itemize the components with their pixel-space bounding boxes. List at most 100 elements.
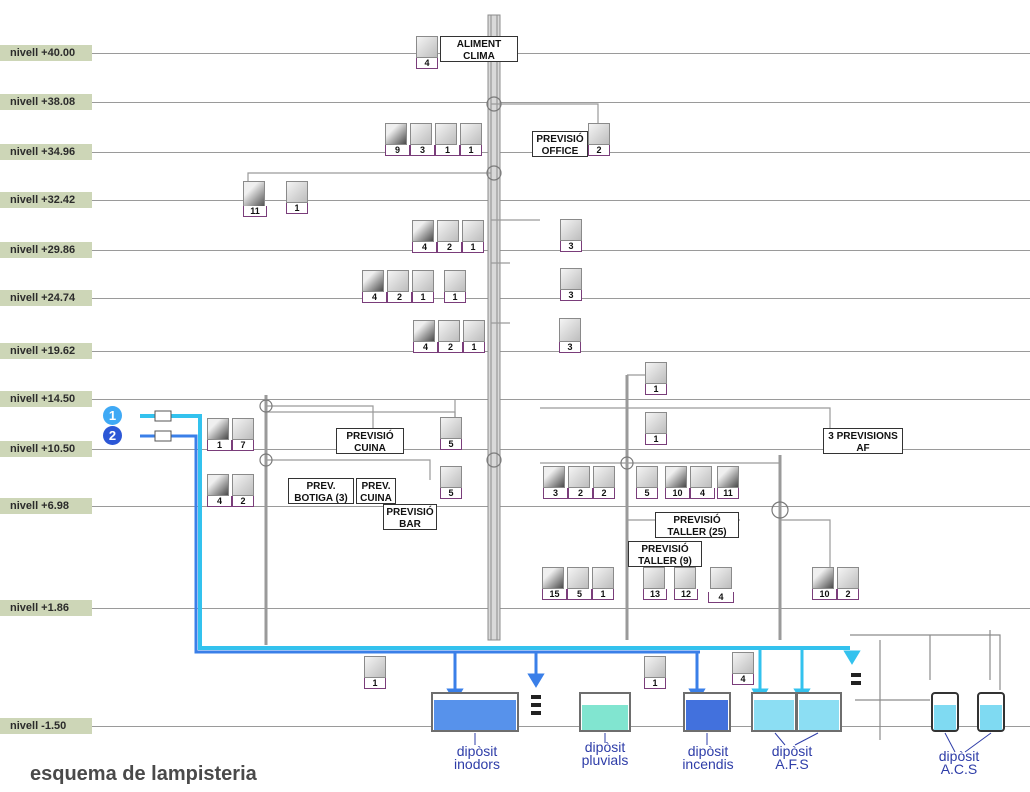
tap-icon [732,652,754,674]
toilet-icon [207,474,229,496]
basin-icon [593,466,615,488]
urinal-icon [437,220,459,242]
level-line [92,200,1030,201]
tank-label-inodors: dipòsit inodors [454,743,500,772]
level-label: nivell +34.96 [0,144,92,160]
basin-icon [462,220,484,242]
toilet-icon [243,181,265,209]
toilet-icon [385,123,407,145]
tap-icon [644,656,666,678]
fixture-count: 10 [665,488,690,499]
sink-icon [286,181,308,203]
box-prev-botiga: PREV. BOTIGA (3) [288,478,354,504]
fixture-count: 1 [286,203,308,214]
urinal-icon [387,270,409,292]
tank-acs [931,692,1005,732]
level-line [92,102,1030,103]
level-label: nivell +29.86 [0,242,92,258]
fixture-count: 1 [412,292,434,303]
level-label: nivell +32.42 [0,192,92,208]
level-line [92,506,1030,507]
fixture-count: 2 [437,242,462,253]
fixture-count: 1 [645,434,667,445]
level-label: nivell +19.62 [0,343,92,359]
urinal-icon [232,474,254,496]
fixture-count: 13 [643,589,667,600]
fixture-count: 9 [385,145,410,156]
toilet-icon [812,567,834,589]
level-line [92,449,1030,450]
box-previsio-cuina: PREVISIÓ CUINA [336,428,404,454]
level-label: nivell +14.50 [0,391,92,407]
fixture-count: 4 [413,342,438,353]
toilet-icon [717,466,739,488]
fixture-count: 4 [690,488,715,499]
urinal-icon [690,466,712,488]
fixture-count: 5 [440,439,462,450]
fixture-count: 1 [207,440,232,451]
fixture-count: 4 [732,674,754,685]
level-label: nivell -1.50 [0,718,92,734]
level-label: nivell +40.00 [0,45,92,61]
fixture-count: 1 [463,342,485,353]
fixture-count: 2 [568,488,593,499]
fixture-count: 4 [412,242,437,253]
sink-icon [440,417,462,439]
fixture-count: 2 [232,496,254,507]
sink-icon [588,123,610,145]
box-previsio-taller-9: PREVISIÓ TALLER (9) [628,541,702,567]
fixture-count: 1 [462,242,484,253]
fixture-count: 1 [645,384,667,395]
sink-icon [560,219,582,241]
fixture-count: 3 [559,342,581,353]
level-label: nivell +24.74 [0,290,92,306]
urinal-icon [568,466,590,488]
basin-icon [463,320,485,342]
box-prev-cuina: PREV. CUINA [356,478,396,504]
fixture-count: 2 [387,292,412,303]
toilet-icon [207,418,229,440]
sink-icon [636,466,658,488]
basin-icon [592,567,614,589]
fixture-count: 15 [542,589,567,600]
box-aliment-clima: ALIMENT CLIMA [440,36,518,62]
box-previsio-taller-25: PREVISIÓ TALLER (25) [655,512,739,538]
tank-pluvials [579,692,631,732]
tank-inodors [431,692,519,732]
toilet-icon [542,567,564,589]
urinal-icon [438,320,460,342]
fixture-count: 3 [560,241,582,252]
level-line [92,53,1030,54]
tap-icon [364,656,386,678]
fixture-count: 3 [410,145,435,156]
fixture-count: 1 [444,292,466,303]
level-line [92,399,1030,400]
sink-icon [645,362,667,384]
tap-icon [444,270,466,292]
tank-label-acs: dipòsit A.C.S [938,748,980,777]
fixture-count: 5 [636,488,658,499]
box-previsio-bar: PREVISIÓ BAR [383,504,437,530]
fixture-count: 4 [207,496,232,507]
toilet-icon [413,320,435,342]
fixture-count: 12 [674,589,698,600]
fixture-count: 3 [543,488,568,499]
sink-icon [645,412,667,434]
toilet-icon [543,466,565,488]
fixture-count: 3 [560,290,582,301]
fixture-count: 5 [440,488,462,499]
toilet-icon [362,270,384,292]
fixture-count: 4 [708,592,734,603]
tap-icon [460,123,482,145]
tank-incendis [683,692,731,732]
box-previsions-af: 3 PREVISIONS AF [823,428,903,454]
diagram-title: esquema de lampisteria [30,763,257,785]
tap-icon [416,36,438,58]
tank-afs [751,692,842,732]
pipe-blue [140,434,700,654]
fixture-count: 2 [593,488,615,499]
inlet-badge-1: 1 [103,406,122,425]
basin-icon [435,123,457,145]
fixture-count: 1 [460,145,482,156]
